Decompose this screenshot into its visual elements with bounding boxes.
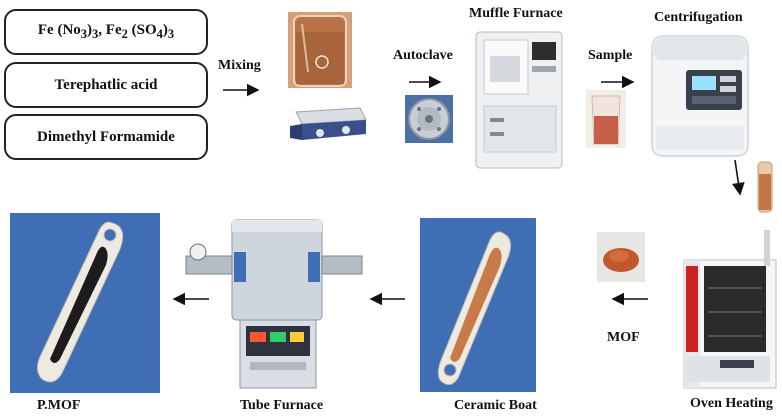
muffle-furnace-photo [475, 31, 563, 169]
beaker-photo [288, 12, 352, 88]
reagent-iron-salts-label: Fe (No3)3, Fe2 (SO4)3 [37, 22, 175, 41]
oven-photo [683, 230, 777, 389]
hotplate-stirrer-photo [290, 107, 367, 140]
reagent-box-terephthalic-acid: Terephatlic acid [4, 62, 208, 108]
centrifugation-label: Centrifugation [654, 10, 743, 25]
mof-label: MOF [607, 330, 640, 345]
reagent-dmf-label: Dimethyl Formamide [37, 128, 175, 145]
reagent-box-iron-salts: Fe (No3)3, Fe2 (SO4)3 [4, 9, 208, 55]
muffle-furnace-label: Muffle Furnace [469, 6, 563, 21]
autoclave-label: Autoclave [393, 48, 453, 63]
tube-sample-photo [757, 161, 773, 213]
tube-furnace-label: Tube Furnace [240, 398, 324, 413]
reagent-box-dmf: Dimethyl Formamide [4, 114, 208, 160]
tube-furnace-photo [185, 219, 363, 389]
mof-powder-photo [597, 232, 645, 282]
mixing-label: Mixing [218, 58, 261, 73]
oven-heating-label: Oven Heating [690, 396, 773, 411]
pmof-boat-photo [10, 213, 160, 393]
ceramic-boat-photo [420, 218, 536, 392]
ceramic-boat-label: Ceramic Boat [454, 398, 537, 413]
reagent-terephthalic-acid-label: Terephatlic acid [54, 76, 158, 93]
sample-beaker-photo [586, 90, 626, 148]
pmof-label: P.MOF [37, 398, 81, 413]
centrifuge-photo [651, 35, 749, 157]
autoclave-photo [405, 95, 453, 143]
sample-label: Sample [588, 48, 633, 63]
arrow-down-centrifuge [732, 159, 745, 196]
